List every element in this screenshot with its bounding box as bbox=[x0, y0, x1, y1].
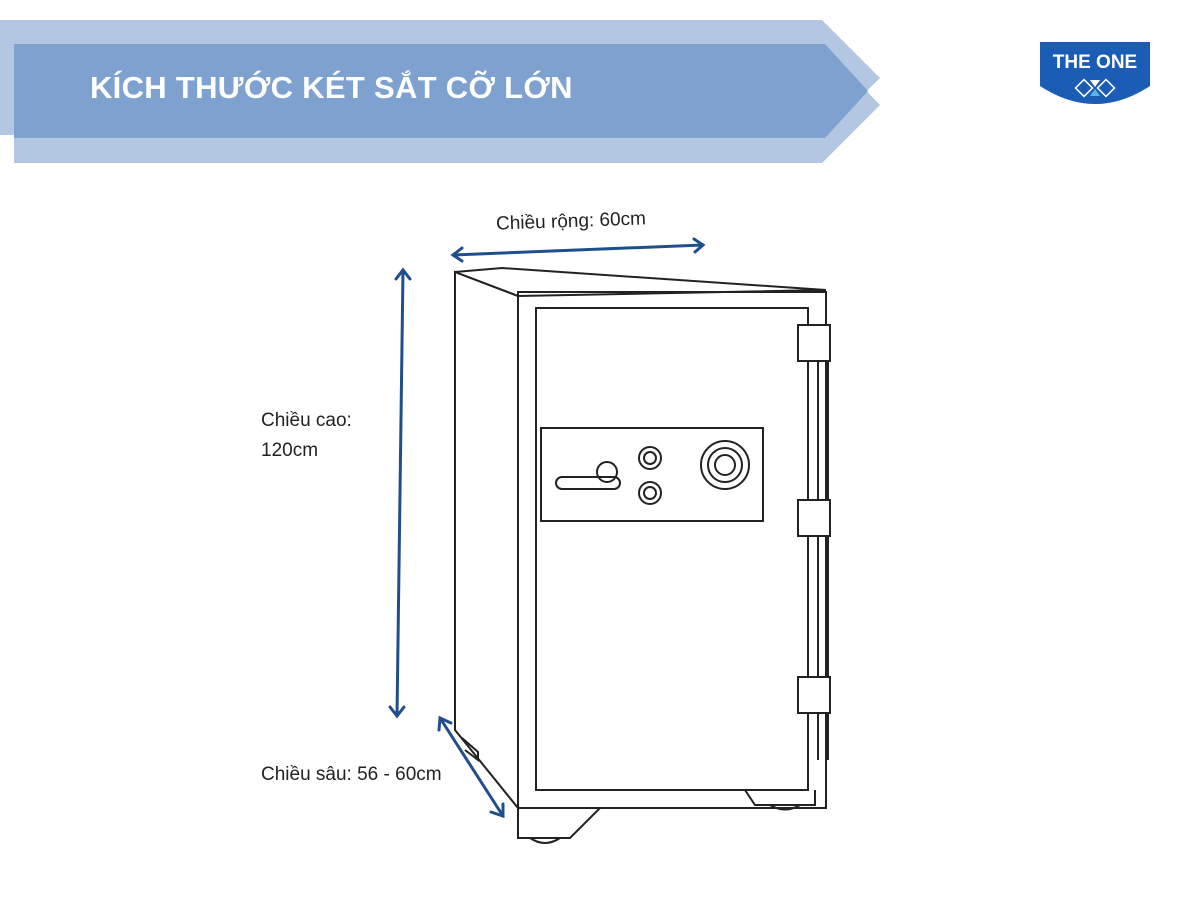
height-arrow bbox=[388, 267, 412, 719]
svg-text:THE ONE: THE ONE bbox=[1053, 52, 1137, 73]
safe-front bbox=[517, 291, 827, 809]
hinge bbox=[797, 324, 831, 362]
key-lock-icon bbox=[638, 446, 662, 470]
safe-door bbox=[535, 307, 809, 791]
width-label: Chiều rộng: 60cm bbox=[495, 208, 647, 235]
safe-foot bbox=[744, 789, 816, 806]
hinge bbox=[797, 676, 831, 714]
page-title: KÍCH THƯỚC KÉT SẮT CỠ LỚN bbox=[90, 70, 573, 105]
combination-dial-icon bbox=[700, 440, 750, 490]
handle-icon bbox=[555, 476, 621, 490]
banner-main-band bbox=[14, 44, 868, 138]
hinge bbox=[797, 499, 831, 537]
title-banner bbox=[0, 20, 880, 163]
depth-arrow bbox=[437, 715, 505, 819]
width-arrow bbox=[450, 237, 706, 263]
key-lock-icon bbox=[638, 481, 662, 505]
safe-foot bbox=[517, 807, 601, 839]
safe-side bbox=[454, 270, 519, 811]
height-label-line1: Chiều cao: bbox=[261, 410, 352, 431]
height-label-line2: 120cm bbox=[261, 440, 319, 461]
lock-panel bbox=[540, 427, 764, 522]
the-one-logo: THE ONE bbox=[1040, 42, 1150, 104]
depth-label: Chiều sâu: 56 - 60cm bbox=[261, 764, 442, 785]
